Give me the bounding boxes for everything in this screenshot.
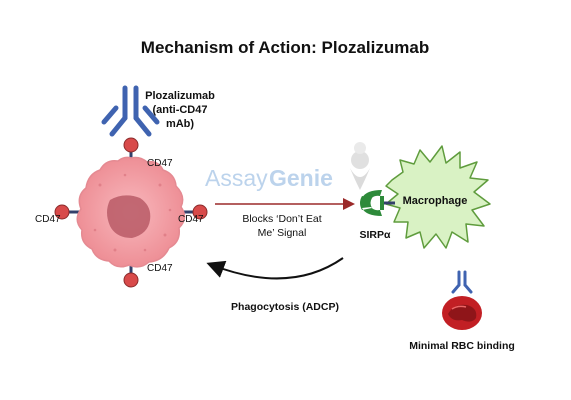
cancer-cell-icon (76, 156, 186, 268)
cd47-node-top (123, 137, 139, 153)
cd47-node-bottom (123, 272, 139, 288)
phagocytosis-label: Phagocytosis (ADCP) (231, 301, 339, 313)
cd47-label-right: CD47 (178, 214, 204, 225)
signal-label-line2: Me’ Signal (258, 227, 307, 239)
page-title: Mechanism of Action: Plozalizumab (141, 38, 429, 57)
small-antibody-icon (451, 270, 473, 294)
cd47-label-bottom: CD47 (147, 263, 173, 274)
antibody-label-line3: mAb) (166, 118, 194, 130)
cd47-node-right (192, 204, 208, 220)
assay-genie-watermark: Assay Genie (205, 142, 370, 191)
sirpa-receptor-icon (360, 190, 384, 216)
macrophage-icon (385, 145, 491, 249)
genie-logo-icon (350, 142, 370, 190)
receptor-label: SIRPα (360, 229, 392, 241)
macrophage-label: Macrophage (403, 195, 468, 207)
watermark-text-genie: Genie (269, 165, 333, 191)
watermark-text-assay: Assay (205, 165, 268, 191)
cd47-node-left (54, 204, 70, 220)
cd47-label-left: CD47 (35, 214, 61, 225)
red-blood-cell-icon (442, 296, 482, 330)
antibody-label-line1: Plozalizumab (145, 90, 215, 102)
cd47-nodes (54, 137, 208, 288)
rbc-label: Minimal RBC binding (409, 340, 515, 352)
cd47-label-top: CD47 (147, 158, 173, 169)
signal-label-line1: Blocks ‘Don’t Eat (242, 213, 321, 225)
phagocytosis-arrow (206, 257, 344, 280)
antibody-icon (101, 85, 160, 137)
antibody-label-line2: (anti-CD47 (152, 104, 207, 116)
